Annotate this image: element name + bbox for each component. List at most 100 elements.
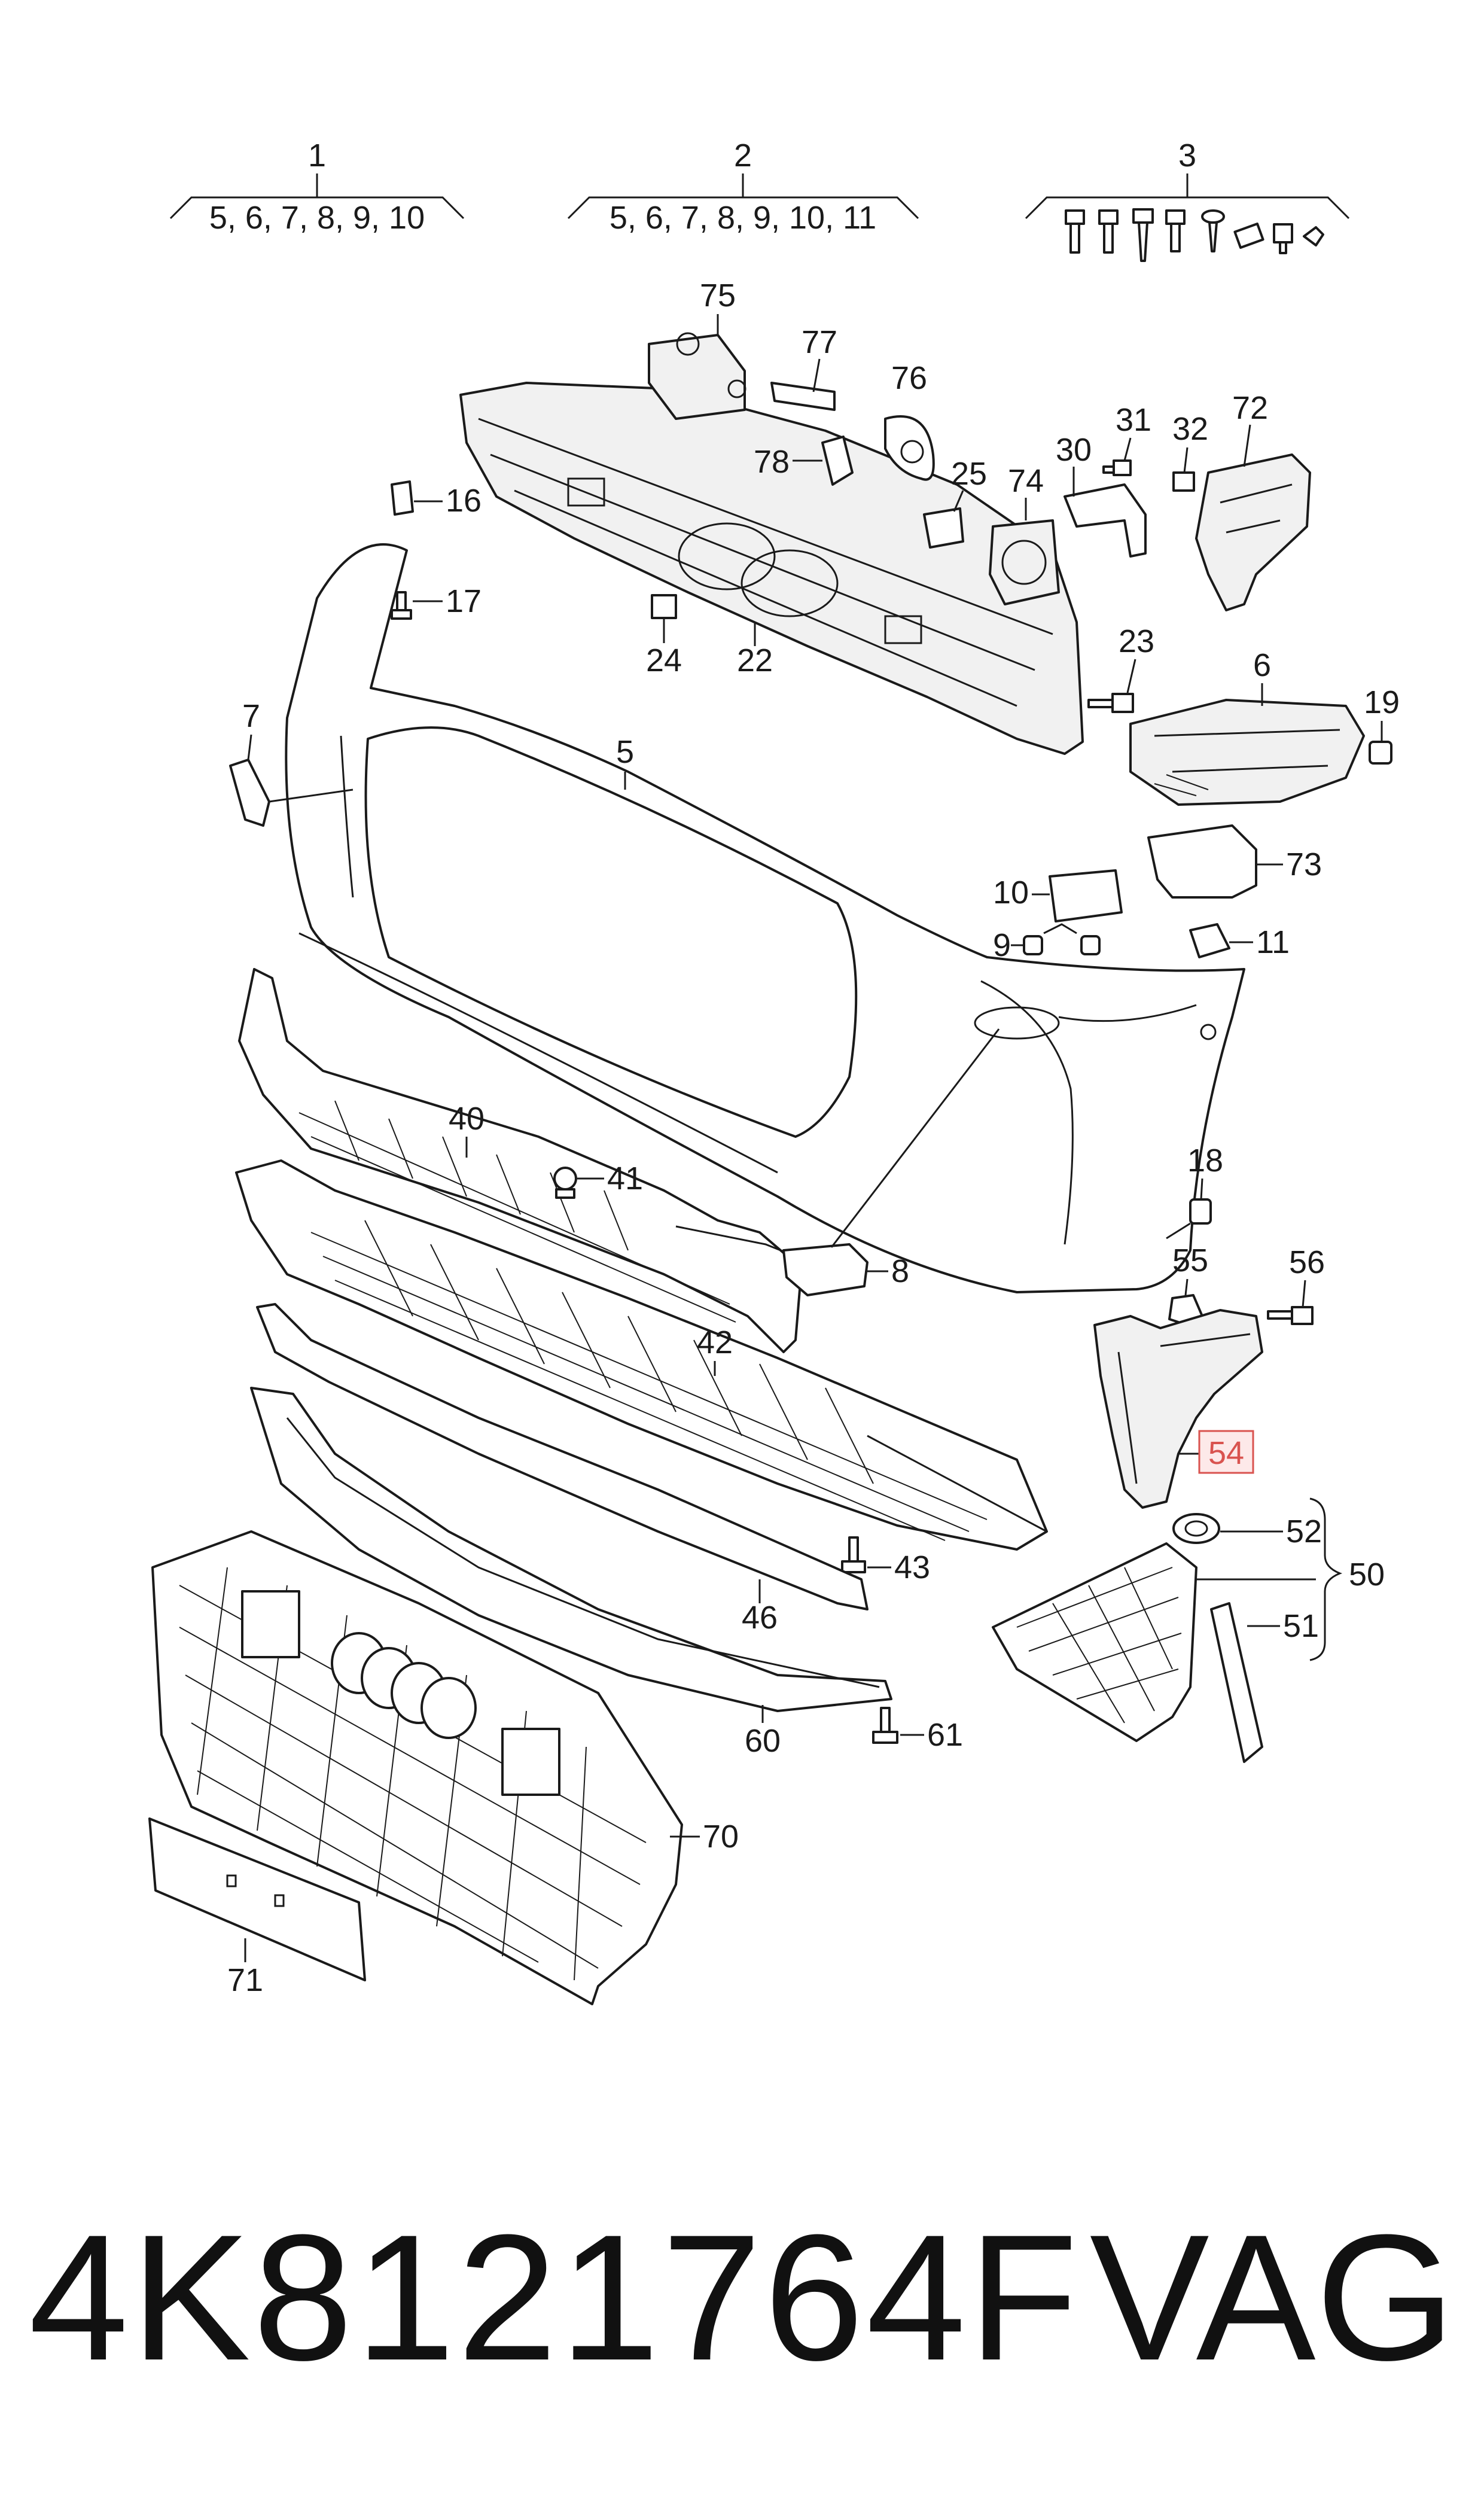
svg-text:73: 73 <box>1286 847 1322 882</box>
label-77: 77 <box>802 324 837 392</box>
part-6-bracket <box>1129 699 1365 806</box>
part-8-tow-cap <box>782 1028 1000 1296</box>
label-61: 61 <box>900 1717 963 1753</box>
footer-part-number: 4K8121764F <box>29 2197 1081 2398</box>
svg-text:11: 11 <box>1256 924 1290 960</box>
highlight-box <box>1198 1430 1254 1474</box>
part-5-bumper-cover <box>285 543 1245 1293</box>
part-74-sensor-module <box>989 519 1060 605</box>
label-16: 16 <box>414 483 482 519</box>
svg-text:17: 17 <box>446 583 482 619</box>
label-8: 8 <box>867 1253 909 1289</box>
svg-text:46: 46 <box>742 1600 778 1636</box>
label-31: 31 <box>1116 402 1151 461</box>
label-25: 25 <box>951 456 987 512</box>
part-30-bracket <box>1064 483 1147 558</box>
label-17: 17 <box>413 583 482 619</box>
svg-text:71: 71 <box>227 1962 263 1998</box>
label-10: 10 <box>993 875 1050 911</box>
group-3-number: 3 <box>1178 138 1196 173</box>
label-5: 5 <box>616 734 634 790</box>
label-73: 73 <box>1256 847 1322 882</box>
svg-text:52: 52 <box>1286 1514 1322 1549</box>
svg-text:23: 23 <box>1119 623 1154 659</box>
svg-text:8: 8 <box>891 1253 909 1289</box>
group-1-header: 1 5, 6, 7, 8, 9, 10 <box>169 138 465 236</box>
highlighted-part-number: 54 <box>1208 1435 1244 1471</box>
group-1-number: 1 <box>308 138 326 173</box>
part-10-bracket <box>1049 869 1123 922</box>
part-72-mounting-bracket <box>1195 453 1311 611</box>
label-18: 18 <box>1166 1143 1223 1240</box>
label-51: 51 <box>1247 1608 1319 1644</box>
part-19-clip <box>1369 741 1392 765</box>
part-51-trim-strip <box>1210 1602 1263 1763</box>
svg-text:24: 24 <box>646 643 682 678</box>
label-78: 78 <box>754 444 822 480</box>
svg-text:7: 7 <box>242 698 260 734</box>
part-11-clip <box>1189 923 1230 958</box>
svg-text:25: 25 <box>951 456 987 492</box>
label-6: 6 <box>1253 647 1271 706</box>
part-32-nut <box>1172 471 1195 492</box>
svg-text:10: 10 <box>993 875 1029 911</box>
label-19: 19 <box>1364 684 1400 742</box>
svg-text:77: 77 <box>802 324 837 360</box>
svg-text:70: 70 <box>703 1819 739 1855</box>
part-54-bracket[interactable] <box>1093 1309 1263 1509</box>
label-70: 70 <box>670 1819 739 1855</box>
label-46: 46 <box>742 1579 778 1636</box>
svg-text:51: 51 <box>1283 1608 1319 1644</box>
svg-text:78: 78 <box>754 444 790 480</box>
group-2-number: 2 <box>734 138 752 173</box>
label-30: 30 <box>1056 432 1092 497</box>
group-3-header: 3 <box>1025 138 1350 262</box>
part-25-clip <box>923 507 964 549</box>
label-43: 43 <box>867 1549 930 1585</box>
part-40-lower-grille <box>238 968 803 1353</box>
part-41-screw <box>553 1167 577 1199</box>
label-75: 75 <box>700 278 736 335</box>
svg-text:16: 16 <box>446 483 482 519</box>
part-16-clip <box>391 480 414 516</box>
svg-text:61: 61 <box>927 1717 963 1753</box>
label-72: 72 <box>1232 390 1268 467</box>
part-31-bolt <box>1102 459 1132 476</box>
label-50-brace: 50 <box>1309 1497 1385 1661</box>
svg-text:5: 5 <box>616 734 634 770</box>
label-54-highlighted[interactable]: 54 <box>1178 1430 1254 1474</box>
label-11: 11 <box>1229 924 1290 960</box>
label-24: 24 <box>646 619 682 678</box>
part-70-radiator-grille <box>151 1530 683 2005</box>
part-60-lower-spoiler <box>250 1387 892 1712</box>
label-7: 7 <box>242 698 354 803</box>
part-50-fog-grille <box>992 1542 1316 1742</box>
footer-brand: VAG <box>1089 2197 1455 2398</box>
part-56-screw <box>1267 1306 1314 1325</box>
part-footer: 4K8121764F VAG <box>0 2190 1484 2405</box>
svg-text:43: 43 <box>894 1549 930 1585</box>
group-2-header: 2 5, 6, 7, 8, 9, 10, 11 <box>567 138 919 236</box>
part-43-screw <box>841 1536 866 1573</box>
svg-text:22: 22 <box>737 643 773 678</box>
part-23-screw <box>1087 693 1134 713</box>
part-71-license-plate-bracket <box>148 1817 366 1981</box>
label-52: 52 <box>1220 1514 1322 1549</box>
fastener-set-icon <box>1065 208 1324 262</box>
svg-text:41: 41 <box>607 1161 643 1196</box>
label-55: 55 <box>1172 1243 1208 1296</box>
svg-text:60: 60 <box>745 1723 781 1759</box>
svg-text:32: 32 <box>1172 411 1208 447</box>
svg-text:18: 18 <box>1187 1143 1223 1179</box>
group-2-members: 5, 6, 7, 8, 9, 10, 11 <box>610 200 876 236</box>
svg-text:42: 42 <box>697 1325 733 1360</box>
group-1-members: 5, 6, 7, 8, 9, 10 <box>209 200 425 236</box>
svg-text:76: 76 <box>891 360 927 396</box>
label-40: 40 <box>449 1101 484 1158</box>
svg-text:74: 74 <box>1008 463 1044 499</box>
label-42: 42 <box>697 1325 733 1376</box>
part-61-screw <box>872 1707 898 1744</box>
part-17-screw <box>391 591 412 620</box>
svg-text:31: 31 <box>1116 402 1151 438</box>
